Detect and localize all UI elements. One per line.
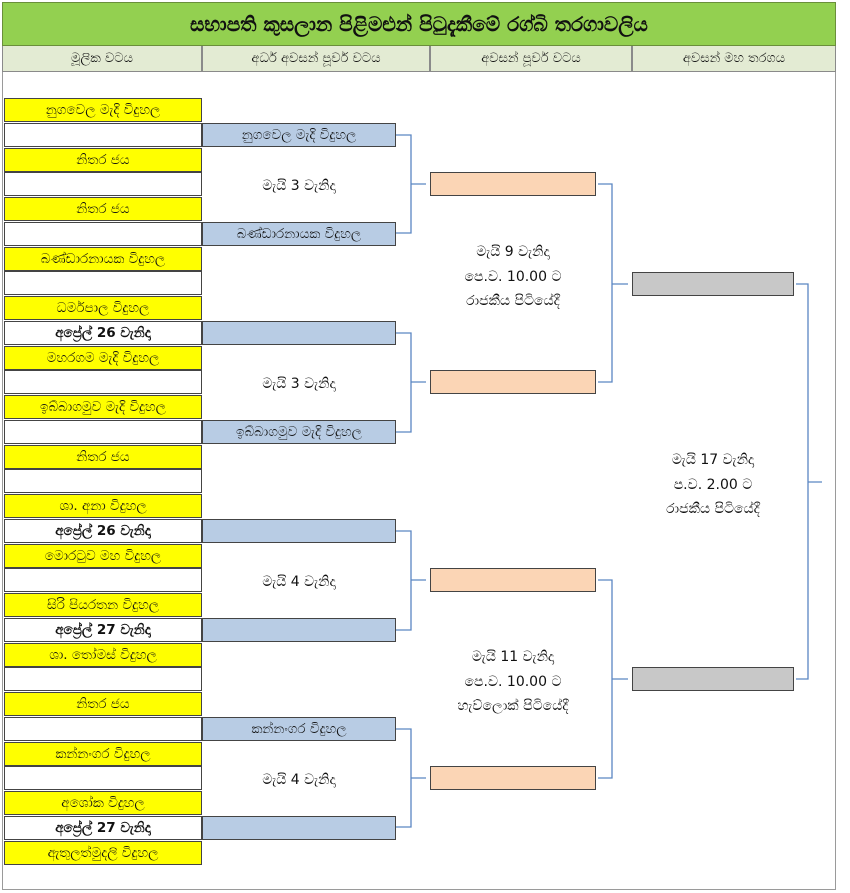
first-round-team: ශා. අනා විදුහල <box>4 494 202 518</box>
quarter-final-note-date: මැයි 9 වැනිදා <box>476 244 550 260</box>
first-round-slot <box>4 172 202 196</box>
round-header-first: මූලික වටය <box>2 46 202 72</box>
quarter-final-note-time: පෙ.ව. 10.00 ට <box>464 268 562 285</box>
first-round-match-date: අප්‍රේල් 27 වැනිදා <box>4 816 202 840</box>
prequarter-slot <box>202 816 396 840</box>
final-slot <box>632 667 794 691</box>
first-round-team: නිතර ජය <box>4 197 202 221</box>
first-round-slot <box>4 717 202 741</box>
prequarter-slot <box>202 321 396 345</box>
prequarter-slot <box>202 618 396 642</box>
first-round-team: ඇතුලත්මුදලි විදුහල <box>4 841 202 865</box>
first-round-team: බණ්ඩාරනායක විදුහල <box>4 247 202 271</box>
first-round-slot <box>4 123 202 147</box>
quarter-final-note-2: මැයි 11 වැනිදා පෙ.ව. 10.00 ට හැව්ලොක් පි… <box>418 645 608 719</box>
first-round-slot <box>4 469 202 493</box>
prequarter-slot: කන්නංගර විදුහල <box>202 717 396 741</box>
quarter-final-note-date: මැයි 11 වැනිදා <box>471 649 555 665</box>
first-round-team: මහරගම මැදි විදුහල <box>4 346 202 370</box>
round-header-row: මූලික වටය අර්ධ අවසන් පූර්ව වටය අවසන් පූර… <box>2 46 836 72</box>
prequarter-match-date: මැයි 4 වැනිදා <box>262 772 336 788</box>
first-round-match-date: අප්‍රේල් 26 වැනිදා <box>4 519 202 543</box>
first-round-team: ඉබ්බාගමුව මැදි විදුහල <box>4 395 202 419</box>
first-round-match-date: අප්‍රේල් 26 වැනිදා <box>4 321 202 345</box>
first-round-slot <box>4 568 202 592</box>
first-round-team: මොරටුව මහ විදුහල <box>4 544 202 568</box>
quarter-final-note-venue: රාජකීය පිටියේදී <box>466 293 560 309</box>
first-round-team: කන්නංගර විදුහල <box>4 742 202 766</box>
quarter-final-slot <box>430 766 596 790</box>
first-round-team: ධර්මපාල විදුහල <box>4 296 202 320</box>
first-round-slot <box>4 222 202 246</box>
final-note-venue: රාජකීය පිටියේදී <box>666 501 760 517</box>
first-round-team: නිතර ජය <box>4 692 202 716</box>
quarter-final-note-time: පෙ.ව. 10.00 ට <box>464 673 562 690</box>
quarter-final-slot <box>430 568 596 592</box>
first-round-team: ශා. තෝමස් විදුහල <box>4 643 202 667</box>
first-round-team: අශෝක විදුහල <box>4 791 202 815</box>
final-note: මැයි 17 වැනිදා ප.ව. 2.00 ට රාජකීය පිටියේ… <box>622 448 804 522</box>
first-round-slot <box>4 766 202 790</box>
prequarter-slot <box>202 519 396 543</box>
prequarter-slot: බණ්ඩාරනායක විදුහල <box>202 222 396 246</box>
final-note-time: ප.ව. 2.00 ට <box>673 476 753 493</box>
first-round-slot <box>4 667 202 691</box>
first-round-match-date: අප්‍රේල් 27 වැනිදා <box>4 618 202 642</box>
quarter-final-slot <box>430 172 596 196</box>
round-header-quarter: අවසන් පූර්ව වටය <box>430 46 632 72</box>
first-round-team: නුගවෙල මැදි විදුහල <box>4 98 202 122</box>
final-note-date: මැයි 17 වැනිදා <box>671 452 755 468</box>
prequarter-slot: නුගවෙල මැදි විදුහල <box>202 123 396 147</box>
first-round-slot <box>4 420 202 444</box>
first-round-slot <box>4 370 202 394</box>
prequarter-match-date: මැයි 3 වැනිදා <box>262 376 336 392</box>
prequarter-match-date: මැයි 3 වැනිදා <box>262 178 336 194</box>
final-slot <box>632 272 794 296</box>
quarter-final-note-1: මැයි 9 වැනිදා පෙ.ව. 10.00 ට රාජකීය පිටිය… <box>418 240 608 314</box>
quarter-final-slot <box>430 370 596 394</box>
prequarter-match-date: මැයි 4 වැනිදා <box>262 574 336 590</box>
round-header-pre-quarter: අර්ධ අවසන් පූර්ව වටය <box>202 46 430 72</box>
first-round-team: නිතර ජය <box>4 148 202 172</box>
round-header-final: අවසන් මහ තරගය <box>632 46 836 72</box>
prequarter-slot: ඉබ්බාගමුව මැදි විදුහල <box>202 420 396 444</box>
first-round-slot <box>4 271 202 295</box>
first-round-team: නිතර ජය <box>4 445 202 469</box>
first-round-team: සිරි පියරතන විදුහල <box>4 593 202 617</box>
quarter-final-note-venue: හැව්ලොක් පිටියේදී <box>457 698 569 714</box>
page-title: සභාපති කුසලාන පිළිමළුන් පිටුදැකීමේ රග්බි… <box>2 2 836 46</box>
